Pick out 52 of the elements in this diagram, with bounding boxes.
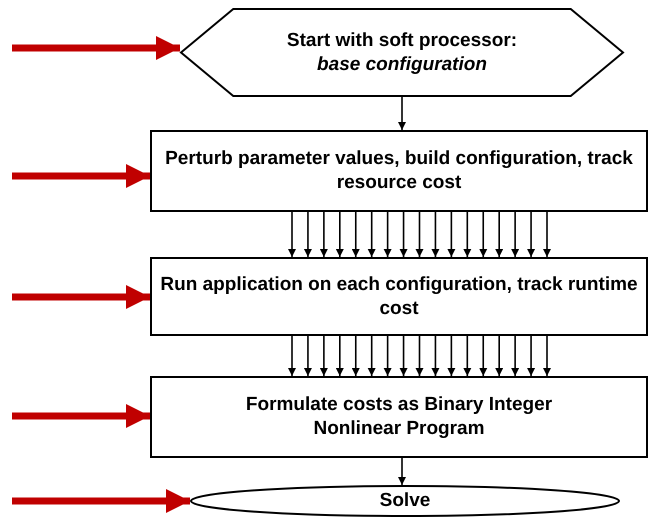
process-box [150,376,648,458]
arrow [511,212,520,257]
input-arrow [12,36,180,60]
arrow [527,336,536,376]
arrow [304,336,312,376]
arrow [543,212,551,257]
arrow [400,336,408,376]
arrow [288,336,296,376]
arrow [431,336,440,376]
arrow [304,212,312,257]
arrow [416,336,424,376]
process-box [150,130,648,212]
input-arrow [12,164,150,188]
input-arrow [12,404,150,428]
start-hexagon [180,8,624,97]
node-text: Solve [380,489,430,513]
arrow [320,212,328,257]
arrow [384,212,392,257]
node-text: Perturb parameter values, build configuration, track resource cost [164,147,634,195]
arrow [431,212,440,257]
arrow [479,336,488,376]
arrow [336,212,344,257]
arrow [463,336,472,376]
arrow [336,336,344,376]
arrow [447,336,456,376]
arrow [479,212,488,257]
arrow [352,336,360,376]
arrow [511,336,520,376]
arrow [416,212,424,257]
arrow [320,336,328,376]
process-box [150,257,648,336]
arrow [400,212,408,257]
arrow [368,336,376,376]
input-arrow [12,489,190,513]
arrow [288,212,296,257]
arrow [463,212,472,257]
input-arrow [12,285,150,309]
arrow [527,212,536,257]
arrow [543,336,551,376]
arrow [495,336,504,376]
terminal-ellipse [190,485,620,517]
arrow [398,97,406,130]
arrow [368,212,376,257]
node-text: Run application on each configuration, track runtime cost [159,272,639,320]
arrow [398,458,406,485]
arrow [447,212,456,257]
node-text: base configuration [317,52,487,76]
arrow [352,212,360,257]
arrow [495,212,504,257]
arrow [384,336,392,376]
node-text: Start with soft processor: [286,28,518,52]
node-text: Formulate costs as Binary Integer Nonlinear Program [244,393,554,441]
